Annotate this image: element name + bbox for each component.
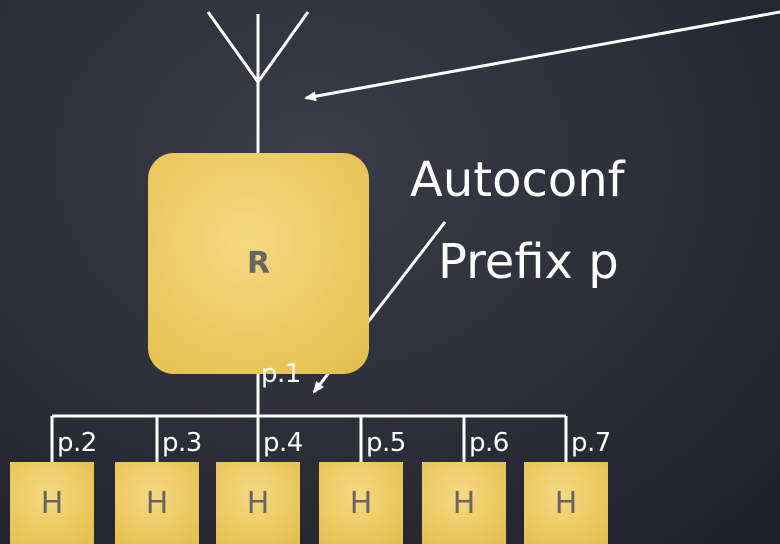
router-address: p.1 — [261, 359, 301, 389]
host-address: p.2 — [57, 428, 97, 458]
host-label: H — [452, 485, 476, 521]
host-node: H — [422, 462, 506, 544]
annotation-line1: Autoconf — [410, 152, 625, 208]
router-node: R — [148, 153, 369, 374]
host-address: p.7 — [571, 428, 611, 458]
host-node: H — [115, 462, 199, 544]
host-label: H — [145, 485, 169, 521]
host-label: H — [246, 485, 270, 521]
router-label: R — [246, 246, 271, 281]
host-address: p.6 — [469, 428, 509, 458]
host-label: H — [40, 485, 64, 521]
host-node: H — [216, 462, 300, 544]
host-node: H — [524, 462, 608, 544]
host-label: H — [349, 485, 373, 521]
antenna-arrow — [304, 10, 780, 102]
annotation-line2: Prefix p — [438, 234, 619, 290]
host-node: H — [319, 462, 403, 544]
host-node: H — [10, 462, 94, 544]
host-address: p.3 — [162, 428, 202, 458]
host-label: H — [554, 485, 578, 521]
antenna-icon — [206, 11, 310, 155]
host-address: p.5 — [366, 428, 406, 458]
host-address: p.4 — [263, 428, 303, 458]
